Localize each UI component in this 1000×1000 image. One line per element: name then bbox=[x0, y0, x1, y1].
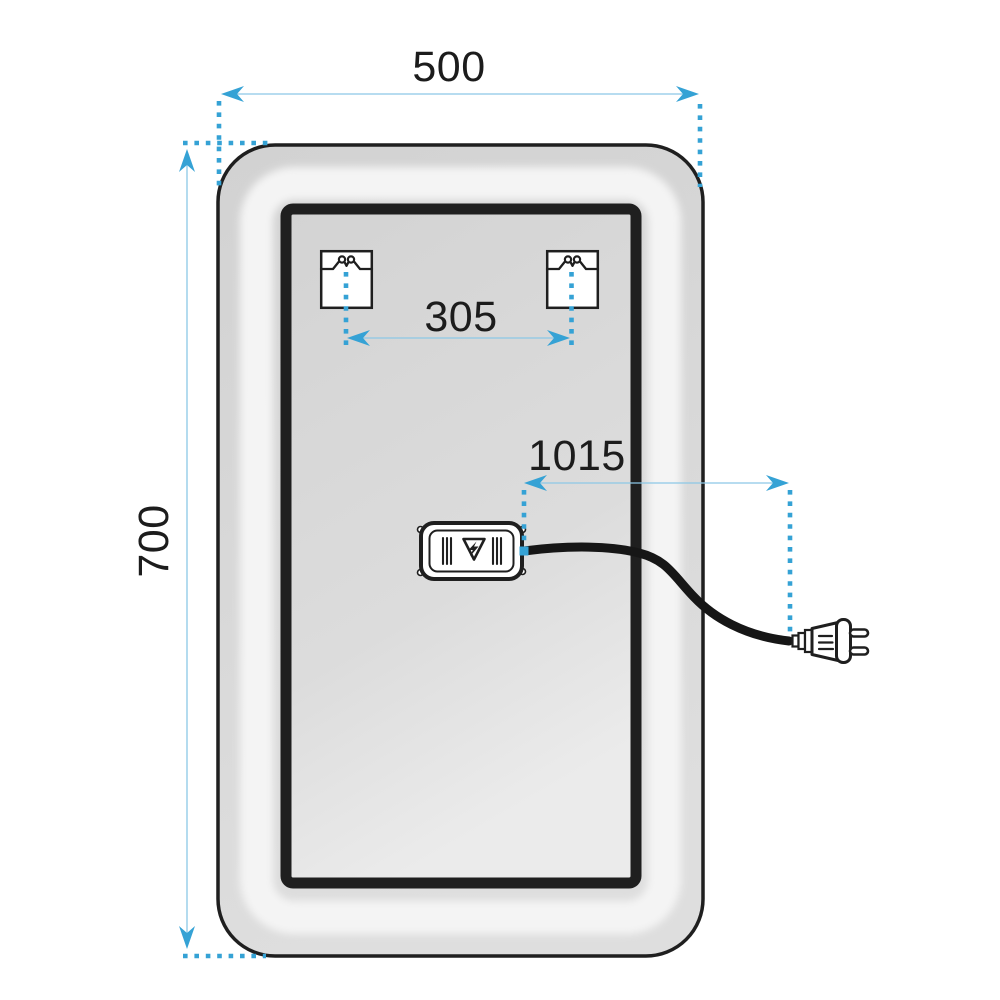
vent-lines-left bbox=[441, 536, 453, 566]
bracket-spacing-arrowheads bbox=[347, 330, 570, 346]
cable-origin-marker bbox=[519, 546, 529, 556]
bracket-spacing-label: 305 bbox=[424, 293, 497, 341]
height-label: 700 bbox=[130, 504, 178, 577]
width-dimension: 500 bbox=[216, 43, 703, 187]
width-label: 500 bbox=[412, 43, 485, 91]
lightning-bolt-icon bbox=[468, 541, 479, 557]
electric-warning-triangle-icon bbox=[462, 537, 486, 561]
power-plug-icon bbox=[791, 618, 870, 664]
cable-extension-lines bbox=[521, 490, 793, 633]
plug-collar bbox=[835, 618, 852, 664]
height-arrowheads bbox=[179, 149, 195, 949]
junction-box-icon bbox=[416, 521, 527, 581]
bracket-spacing-dimension: 305 bbox=[343, 272, 574, 346]
width-extension-lines bbox=[216, 101, 703, 187]
cable-length-dimension: 1015 bbox=[521, 432, 793, 633]
height-extension-lines bbox=[183, 140, 268, 959]
height-dimension: 700 bbox=[130, 140, 268, 959]
bracket-extension-lines bbox=[343, 272, 574, 346]
plug-prong-bottom bbox=[848, 646, 870, 656]
width-arrowheads bbox=[221, 86, 699, 102]
plug-prong-top bbox=[848, 628, 870, 638]
cable-length-arrowheads bbox=[524, 475, 789, 491]
led-glow-ring bbox=[240, 167, 681, 934]
power-cable bbox=[519, 542, 794, 646]
cable-length-label: 1015 bbox=[528, 432, 626, 480]
plug-grip-lines bbox=[817, 634, 835, 651]
vent-lines-right bbox=[491, 536, 503, 566]
